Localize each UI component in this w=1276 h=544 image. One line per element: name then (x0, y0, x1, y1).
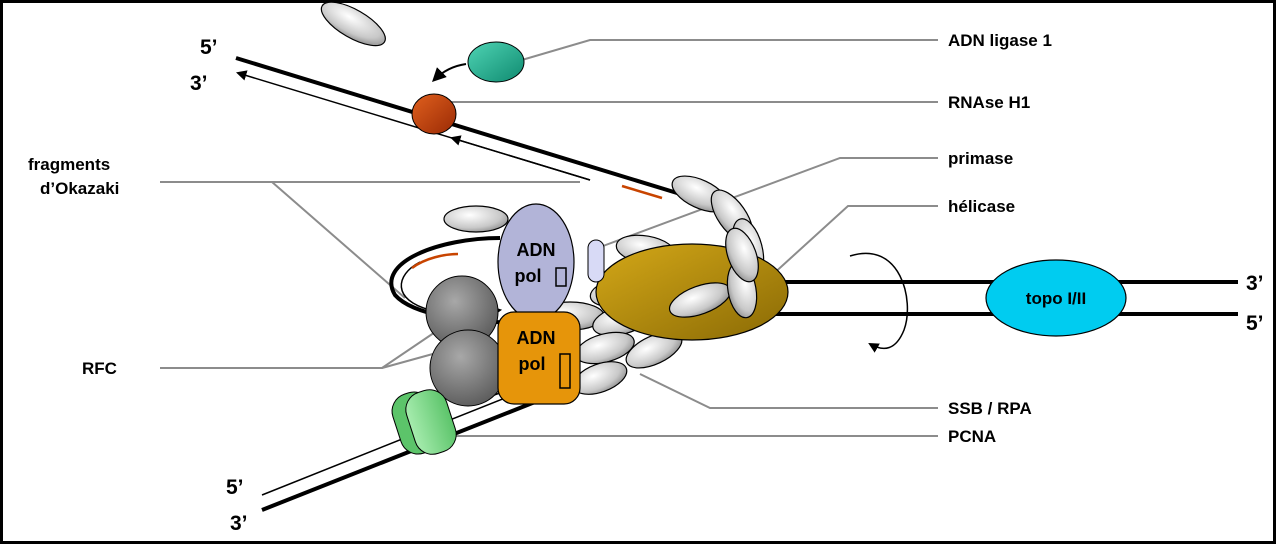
pol-alpha-symbol-box (555, 267, 567, 287)
end-right-5: 5’ (1246, 312, 1264, 335)
label-rfc: RFC (82, 359, 117, 378)
label-helicase: hélicase (948, 197, 1015, 216)
label-topo: topo I/II (1026, 289, 1086, 308)
pol-delta-symbol-box (559, 353, 571, 389)
leader-rfc-2 (381, 351, 441, 369)
rna-primer-loop (411, 252, 459, 270)
leader-helicase (759, 205, 938, 287)
end-bottom-5: 5’ (226, 476, 244, 499)
leader-ssb (639, 373, 938, 409)
end-bottom-3: 3’ (230, 512, 248, 535)
leader-ligase (514, 39, 938, 63)
label-ligase: ADN ligase 1 (948, 31, 1052, 50)
ligase-shape (467, 41, 525, 83)
label-okazaki-line2: d’Okazaki (40, 179, 119, 198)
label-ssb: SSB / RPA (948, 399, 1032, 418)
bottom-new-strand (261, 391, 521, 496)
label-pcna: PCNA (948, 427, 996, 446)
pol-alpha-line1: ADN (517, 240, 556, 260)
label-primase: primase (948, 149, 1013, 168)
end-top-3: 3’ (190, 72, 208, 95)
end-top-5: 5’ (200, 36, 218, 59)
leader-primase (602, 157, 938, 247)
ssb-ellipse (443, 205, 509, 233)
pol-delta-line1: ADN (517, 328, 556, 348)
ligase-arrow (432, 63, 467, 82)
pcna-ring (391, 389, 457, 455)
ssb-ellipse (725, 227, 759, 283)
pol-alpha-shape (497, 203, 575, 321)
ssb-ellipse (320, 1, 386, 47)
primase-shape (587, 239, 605, 283)
pcna-front (405, 389, 457, 455)
bottom-parental-strand (261, 398, 541, 512)
leader-lines (160, 39, 938, 437)
end-right-3: 3’ (1246, 272, 1264, 295)
pol-alpha-line2: pol (515, 266, 542, 286)
label-okazaki-line1: fragments (28, 155, 110, 174)
topo-shape (985, 259, 1127, 337)
top-parental-strand (235, 56, 701, 202)
okazaki-arrow (449, 135, 591, 181)
label-rnase: RNAse H1 (948, 93, 1030, 112)
rna-primer-top (621, 184, 663, 200)
rotation-arrow (849, 252, 909, 353)
rnase-shape (411, 93, 457, 135)
pol-delta-line2: pol (519, 354, 546, 374)
